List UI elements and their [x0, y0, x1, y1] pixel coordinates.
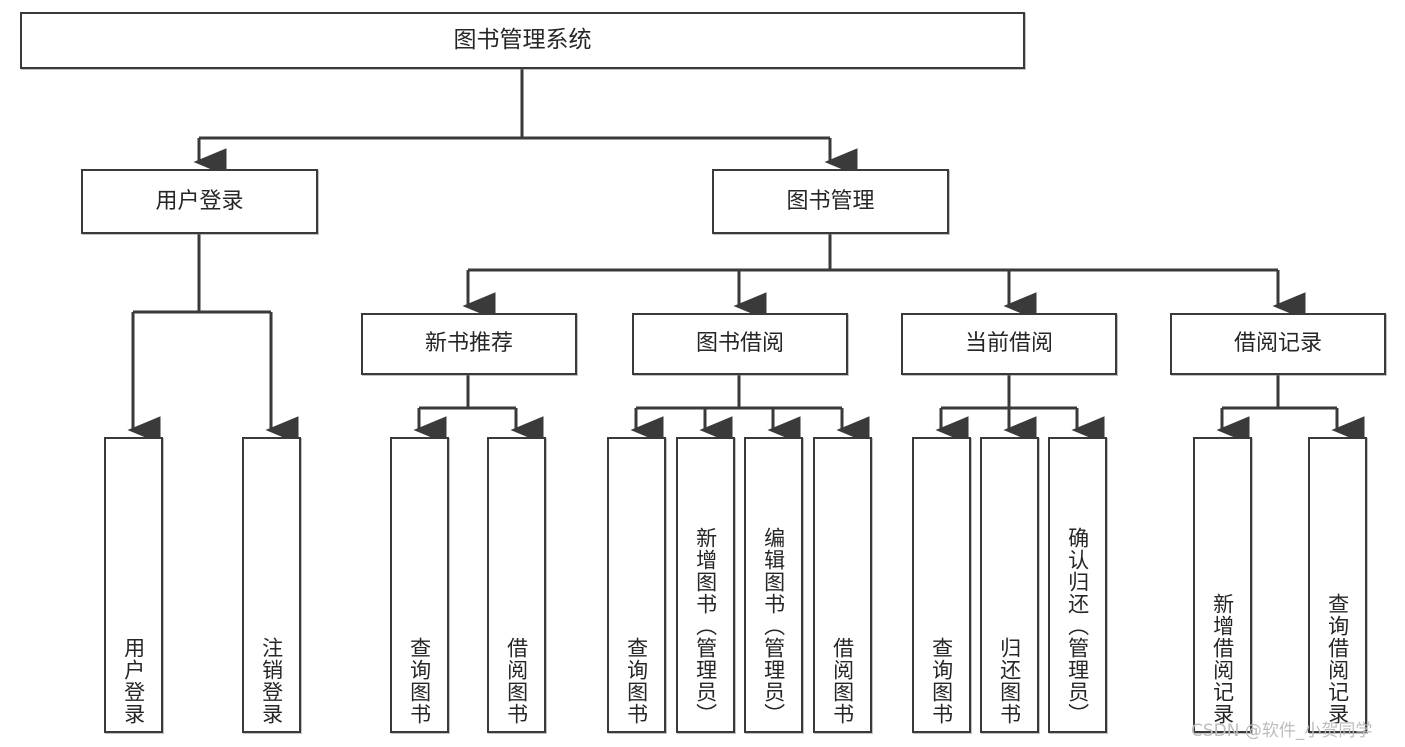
- node-leaf-add-book[interactable]: 新增图书（管理员）: [676, 437, 735, 733]
- node-leaf-add-book-label: 新增图书（管理员）: [693, 527, 718, 725]
- node-leaf-query-record[interactable]: 查询借阅记录: [1308, 437, 1367, 733]
- node-borrow-record[interactable]: 借阅记录: [1170, 313, 1386, 375]
- node-leaf-edit-book[interactable]: 编辑图书（管理员）: [744, 437, 803, 733]
- node-leaf-query-book-1[interactable]: 查询图书: [390, 437, 449, 733]
- node-new-book-recommend-label: 新书推荐: [424, 331, 513, 357]
- node-root-label: 图书管理系统: [453, 26, 592, 53]
- node-user-login[interactable]: 用户登录: [81, 169, 318, 234]
- node-leaf-add-record-label: 新增借阅记录: [1210, 593, 1235, 725]
- node-current-borrow[interactable]: 当前借阅: [901, 313, 1117, 375]
- node-leaf-query-record-label: 查询借阅记录: [1325, 593, 1350, 725]
- node-leaf-edit-book-label: 编辑图书（管理员）: [761, 527, 786, 725]
- node-leaf-query-book-3[interactable]: 查询图书: [912, 437, 971, 733]
- node-borrow-record-label: 借阅记录: [1233, 331, 1322, 357]
- csdn-watermark: CSDN @软件_小贺同学: [1191, 721, 1373, 741]
- node-leaf-confirm-return[interactable]: 确认归还（管理员）: [1048, 437, 1107, 733]
- node-book-borrow-label: 图书借阅: [695, 331, 784, 357]
- node-leaf-query-book-1-label: 查询图书: [407, 637, 432, 725]
- node-leaf-user-login-label: 用户登录: [121, 637, 146, 725]
- node-leaf-borrow-book-1-label: 借阅图书: [504, 637, 529, 725]
- node-leaf-user-login[interactable]: 用户登录: [104, 437, 163, 733]
- node-leaf-user-logout[interactable]: 注销登录: [242, 437, 301, 733]
- node-leaf-user-logout-label: 注销登录: [259, 637, 284, 725]
- node-leaf-query-book-3-label: 查询图书: [929, 637, 954, 725]
- node-leaf-add-record[interactable]: 新增借阅记录: [1193, 437, 1252, 733]
- node-user-login-label: 用户登录: [155, 188, 244, 214]
- node-new-book-recommend[interactable]: 新书推荐: [361, 313, 577, 375]
- node-leaf-borrow-book-1[interactable]: 借阅图书: [487, 437, 546, 733]
- node-leaf-return-book[interactable]: 归还图书: [980, 437, 1039, 733]
- node-leaf-return-book-label: 归还图书: [997, 637, 1022, 725]
- node-book-manage[interactable]: 图书管理: [712, 169, 949, 234]
- node-book-manage-label: 图书管理: [786, 188, 875, 214]
- node-book-borrow[interactable]: 图书借阅: [632, 313, 848, 375]
- node-leaf-borrow-book-2-label: 借阅图书: [830, 637, 855, 725]
- node-leaf-query-book-2-label: 查询图书: [624, 637, 649, 725]
- node-leaf-query-book-2[interactable]: 查询图书: [607, 437, 666, 733]
- node-root[interactable]: 图书管理系统: [20, 12, 1025, 69]
- node-current-borrow-label: 当前借阅: [964, 331, 1053, 357]
- node-leaf-borrow-book-2[interactable]: 借阅图书: [813, 437, 872, 733]
- node-leaf-confirm-return-label: 确认归还（管理员）: [1065, 527, 1090, 725]
